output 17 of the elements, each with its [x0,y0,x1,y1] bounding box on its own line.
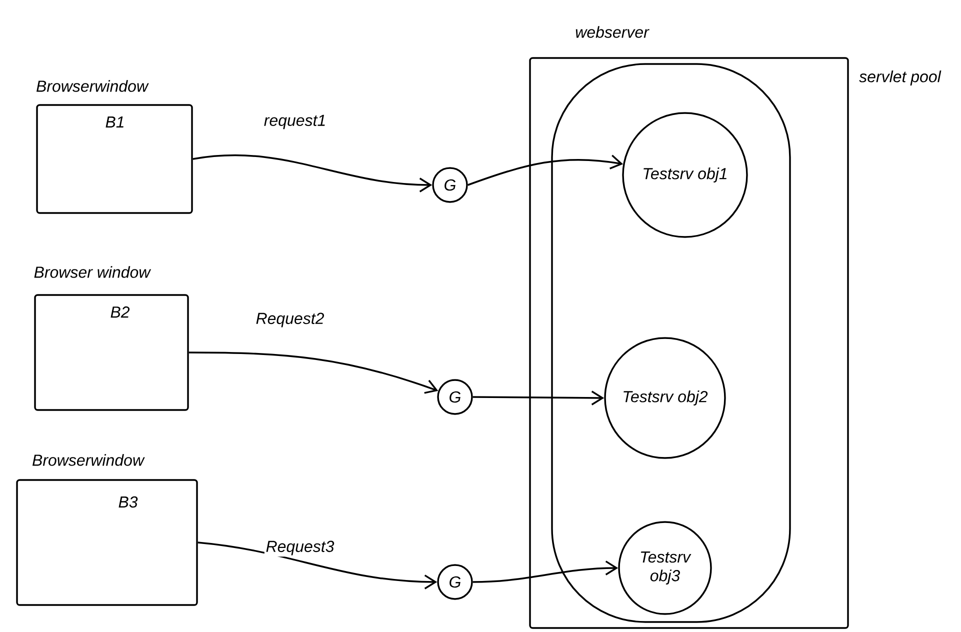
window-id: B1 [106,116,124,128]
box-heading: webserver [576,26,650,38]
window-id: B2 [110,306,130,318]
box-heading: Browserwindow [36,80,149,92]
window-id: B3 [118,496,138,508]
box-heading: Browserwindow [32,454,145,466]
arrow [192,154,432,192]
arrow [198,542,438,590]
arrow [188,352,438,394]
arrow [472,560,618,583]
arrow [468,154,624,186]
edge-label: Request2 [256,312,324,328]
box-heading: servlet pool [859,70,942,86]
edge-label: Request3 [266,540,334,556]
arrow [472,390,604,406]
edge-label: request1 [264,114,325,130]
box-heading: Browser window [34,266,152,278]
